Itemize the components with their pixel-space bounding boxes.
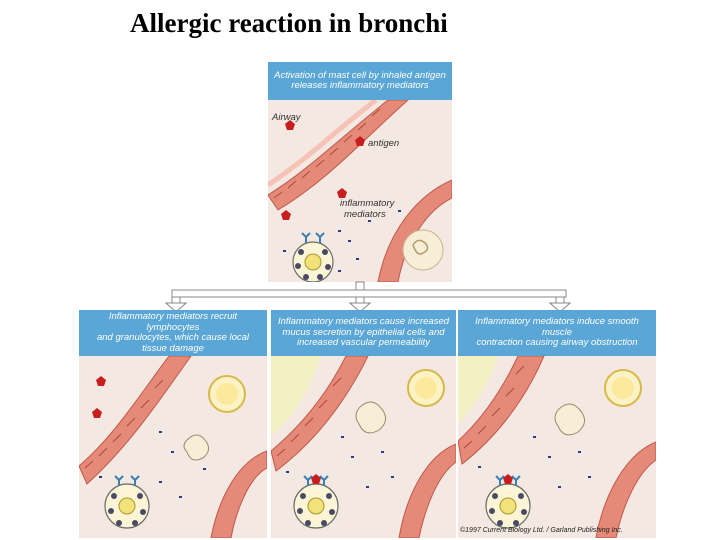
antigen-particle <box>503 474 513 484</box>
lymphocyte <box>356 402 386 433</box>
caption-line: Inflammatory mediators recruit lymphocyt… <box>83 312 263 333</box>
bottom-panel-airway-obstruction: Inflammatory mediators induce smooth mus… <box>458 310 656 538</box>
lymphocyte <box>555 404 585 435</box>
copyright-credit: ©1997 Current Biology Ltd. / Garland Pub… <box>460 527 623 534</box>
blood-vessel-wall <box>399 444 456 538</box>
bottom-panel-illustration <box>458 356 656 538</box>
bottom-panel-illustration <box>271 356 456 538</box>
blood-vessel-wall <box>211 451 267 538</box>
caption-line: tissue damage <box>83 344 263 355</box>
bottom-panel-caption: Inflammatory mediators induce smooth mus… <box>458 310 656 356</box>
bottom-panel-illustration <box>79 356 267 538</box>
connector-drop-right <box>556 297 564 303</box>
connector-bar <box>172 290 566 297</box>
caption-line: increased vascular permeability <box>278 338 449 349</box>
bottom-panel-tissue-damage: Inflammatory mediators recruit lymphocyt… <box>79 310 267 538</box>
bottom-panel-mucus-secretion: Inflammatory mediators cause increased m… <box>271 310 456 538</box>
bottom-panel-caption: Inflammatory mediators recruit lymphocyt… <box>79 310 267 356</box>
caption-line: Inflammatory mediators induce smooth mus… <box>462 317 652 338</box>
connector-drop-left <box>172 297 180 303</box>
caption-line: and granulocytes, which cause local <box>83 333 263 344</box>
caption-line: contraction causing airway obstruction <box>462 338 652 349</box>
connector-drop-center <box>356 297 364 303</box>
airway-wall <box>79 356 191 484</box>
bottom-panel-caption: Inflammatory mediators cause increased m… <box>271 310 456 356</box>
blood-vessel-wall <box>596 442 656 538</box>
mediator-particles <box>478 436 591 488</box>
connector-stem <box>356 282 364 290</box>
antigen-particle <box>311 474 321 484</box>
lymphocyte <box>184 435 209 460</box>
